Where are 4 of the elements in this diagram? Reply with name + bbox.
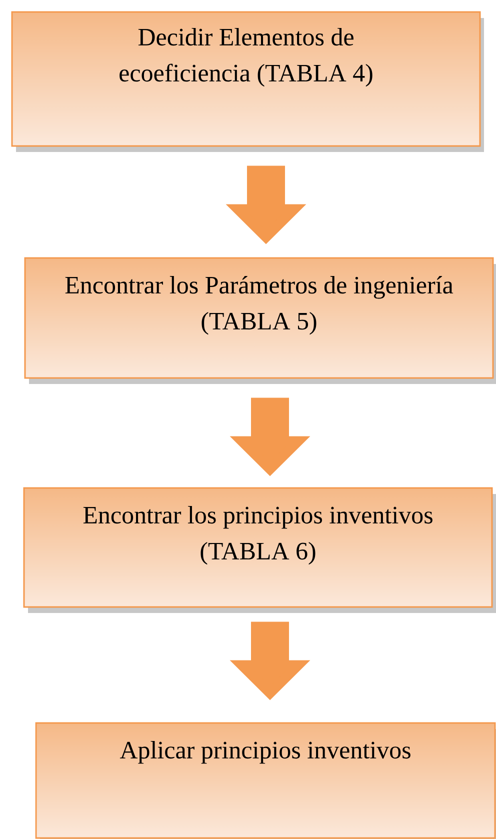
process-box: Decidir Elementos de ecoeficiencia (TABLA 4) <box>11 11 484 152</box>
process-box: Aplicar principios inventivos <box>35 722 496 839</box>
process-box: Encontrar los principios inventivos (TABLA 6) <box>23 487 496 613</box>
process-box: Encontrar los Parámetros de ingeniería (TABLA 5) <box>24 257 496 384</box>
